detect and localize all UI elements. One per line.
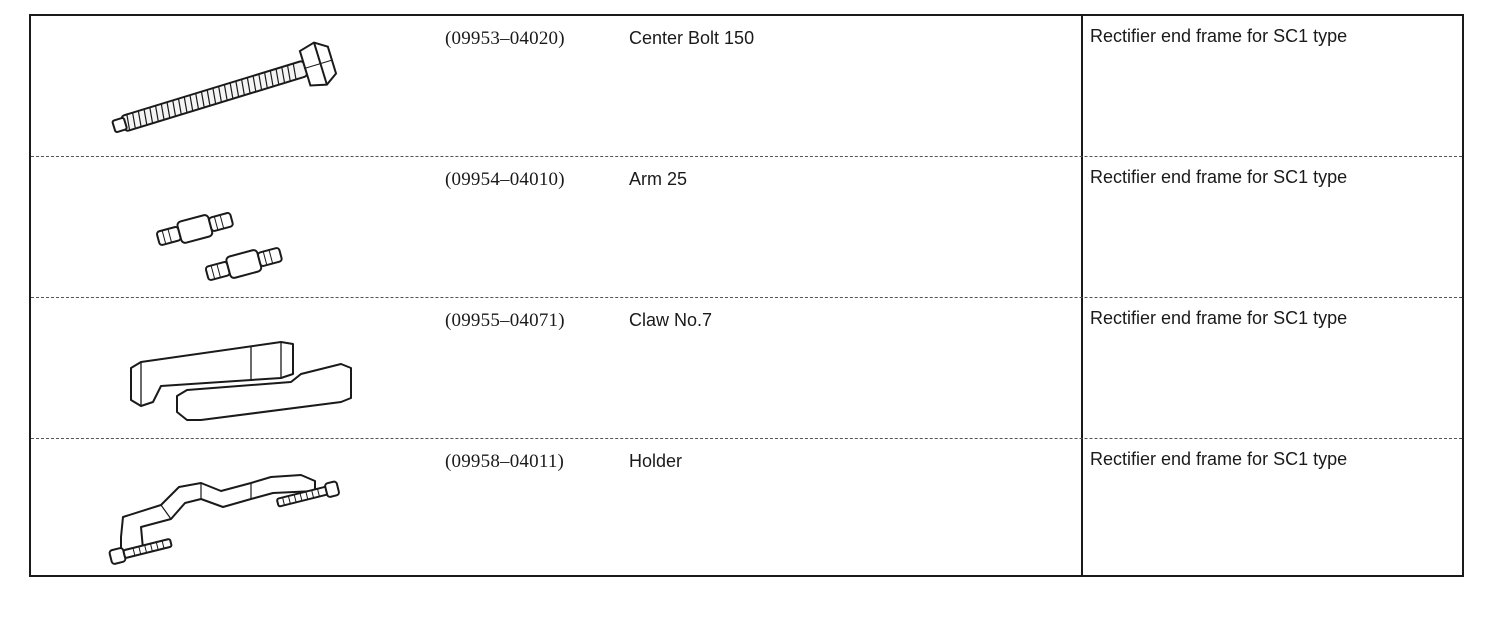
tool-use: Rectifier end frame for SC1 type [1090, 308, 1348, 328]
tool-use: Rectifier end frame for SC1 type [1090, 26, 1348, 46]
arm-icon [156, 212, 283, 281]
table-row: (09954–04010) Arm 25 Rectifier end frame… [31, 157, 1462, 298]
part-number: (09954–04010) [445, 169, 565, 190]
row-separator [31, 156, 1462, 157]
row-separator [31, 297, 1462, 298]
tool-name: Claw No.7 [629, 310, 713, 330]
tool-name: Arm 25 [629, 169, 688, 189]
tool-use: Rectifier end frame for SC1 type [1090, 167, 1348, 187]
special-service-tools-table: (09953–04020) Center Bolt 150 Rectifier … [29, 14, 1464, 577]
holder-icon [108, 474, 340, 565]
part-number: (09958–04011) [445, 451, 565, 472]
column-divider [1081, 16, 1083, 575]
table-row: (09953–04020) Center Bolt 150 Rectifier … [31, 16, 1462, 157]
claw-icon [130, 341, 352, 421]
tool-name: Center Bolt 150 [629, 28, 755, 48]
row-separator [31, 438, 1462, 439]
center-bolt-icon [111, 41, 338, 133]
part-number: (09953–04020) [445, 28, 565, 49]
tool-name: Holder [629, 451, 683, 471]
tool-use: Rectifier end frame for SC1 type [1090, 449, 1348, 469]
part-number: (09955–04071) [445, 310, 565, 331]
table-row: (09958–04011) Holder Rectifier end frame… [31, 439, 1462, 580]
table-row: (09955–04071) Claw No.7 Rectifier end fr… [31, 298, 1462, 439]
